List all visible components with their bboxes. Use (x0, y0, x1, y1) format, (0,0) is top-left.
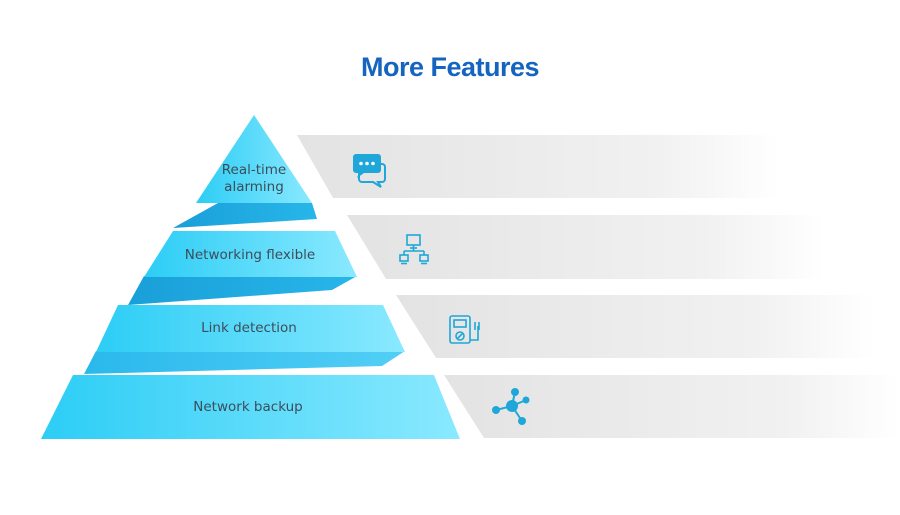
link-tester-icon (449, 315, 480, 344)
pyramid-tier-2 (144, 231, 357, 277)
hub-nodes-icon (492, 388, 530, 425)
pyramid-tier-3 (96, 305, 405, 352)
pyramid-tier-1 (196, 115, 312, 203)
tier-3-label: Link detection (201, 320, 297, 336)
tier-1-label-line1: Real-time (222, 162, 286, 178)
tier-4-label: Network backup (193, 399, 302, 415)
page-title: More Features (360, 52, 540, 82)
feature-band-1 (297, 135, 780, 198)
chat-bubbles-icon (353, 154, 386, 188)
tier-connector-3 (84, 351, 405, 374)
feature-band-4 (444, 375, 900, 438)
tier-2-label: Networking flexible (185, 247, 315, 263)
tier-1-label-line2: alarming (224, 179, 284, 195)
network-topology-icon (399, 234, 429, 265)
tier-connector-2 (128, 276, 357, 305)
feature-band-3 (396, 295, 875, 358)
tier-connector-1 (173, 203, 317, 228)
feature-band-2 (347, 215, 825, 279)
pyramid-tier-4 (41, 375, 460, 439)
